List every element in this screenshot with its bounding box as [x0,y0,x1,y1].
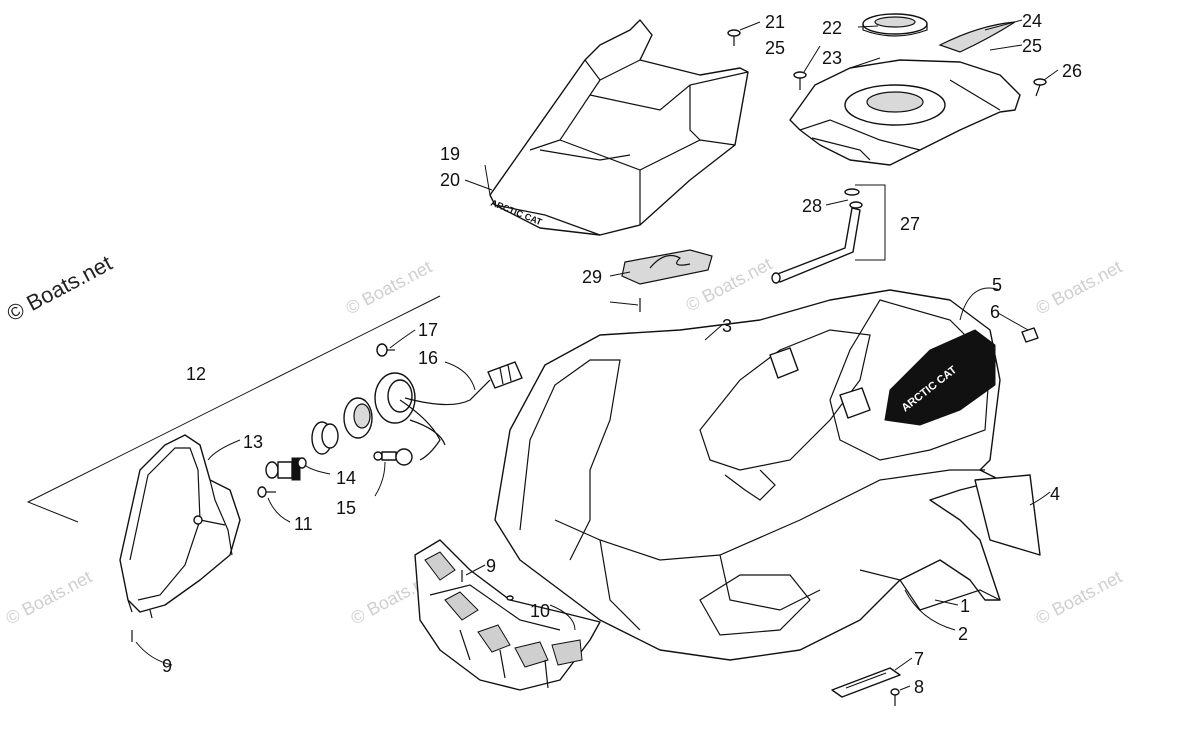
screw-25-right [1033,78,1047,97]
callout-1: 1 [960,596,970,616]
watermark-faint: © Boats.net [342,257,435,319]
callout-19: 20 [440,170,460,190]
tank-cover-part [789,59,1021,166]
callout-24: 25 [1022,36,1042,56]
callout-17: 17 [418,320,438,340]
screw-11 [257,486,276,498]
vent-hose-part [771,184,886,284]
callout-4: 4 [1050,484,1060,504]
callout-16: 16 [418,348,438,368]
strap-part [831,667,901,706]
callout-20: 21 [765,12,785,32]
callout-27: 28 [802,196,822,216]
pad-part [621,249,713,312]
callout-9-grille: 9 [486,556,496,576]
screw-25-left [793,71,807,90]
watermark-faint: © Boats.net [2,567,95,629]
seat-part: ARCTIC CAT [489,19,749,236]
clip-6 [1021,327,1039,343]
gas-cap-ring-part [862,13,928,37]
watermark-faint: © Boats.net [1032,257,1125,319]
callout-12: 12 [186,364,206,384]
callout-15: 15 [336,498,356,518]
callout-10: 10 [530,601,550,621]
callout-14: 14 [336,468,356,488]
screw-17 [376,343,395,357]
callout-6: 6 [990,302,1000,322]
callout-21: 22 [822,18,842,38]
watermark-faint: © Boats.net [1032,567,1125,629]
callout-2: 2 [958,624,968,644]
socket-parts [311,372,416,455]
bulb-15 [373,448,413,466]
front-grille-part [414,539,601,691]
callout-13: 13 [243,432,263,452]
wire-harness-16 [399,361,523,461]
headlight-housing-part [119,434,241,619]
callout-22: 23 [822,48,842,68]
callout-23: 24 [1022,11,1042,31]
screw-20 [727,29,741,46]
callout-labels: 19 20 21 25 22 23 24 25 26 28 27 29 3 5 … [162,11,1082,697]
front-panel-decal-part: ARCTIC CAT [884,329,996,426]
callout-7: 7 [914,649,924,669]
decal-4 [974,474,1041,556]
group-bracket-12 [26,295,441,523]
bulb-14 [265,457,307,481]
leader-lines [135,19,1059,691]
watermark-main: © Boats.net [3,250,117,326]
callout-8: 8 [914,677,924,697]
callout-9-lower: 9 [162,656,172,676]
callout-18: 19 [440,144,460,164]
callout-25-right: 26 [1062,61,1082,81]
callout-3: 3 [722,316,732,336]
callout-28: 29 [582,267,602,287]
callout-25-left: 25 [765,38,785,58]
callout-5: 5 [992,275,1002,295]
front-fender-part [494,289,1001,661]
screw-9-grille [461,570,514,601]
callout-26: 27 [900,214,920,234]
callout-11: 11 [294,514,313,534]
